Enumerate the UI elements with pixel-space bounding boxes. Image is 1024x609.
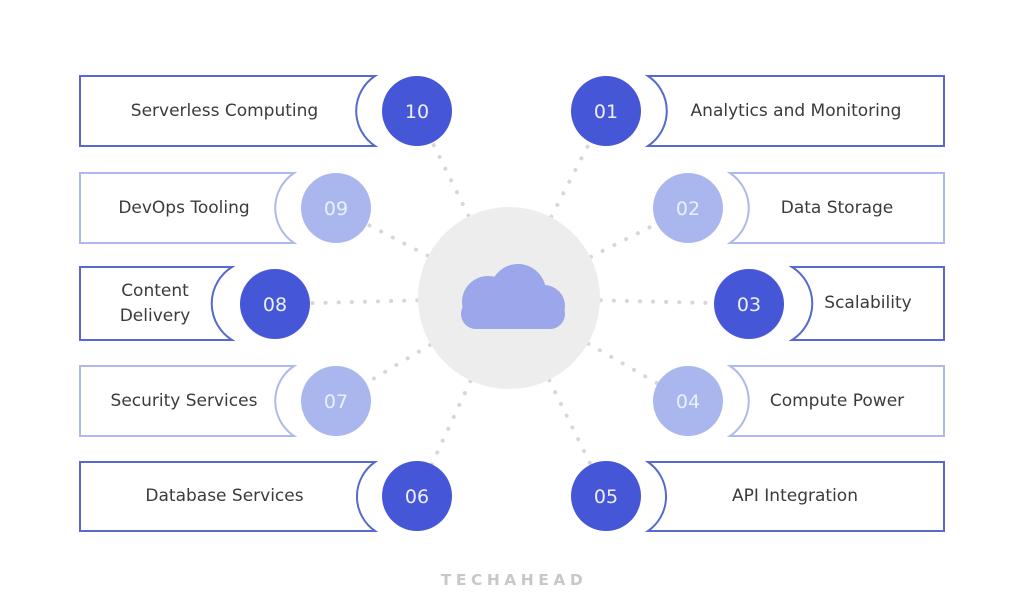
feature-box-analytics-and-monitoring <box>644 75 945 147</box>
number-badge-09 <box>301 173 371 243</box>
feature-number-10: 10 <box>405 101 429 123</box>
cloud-icon <box>461 264 565 329</box>
feature-box-compute-power <box>726 365 945 437</box>
feature-number-06: 06 <box>405 486 429 508</box>
feature-number-01: 01 <box>594 101 618 123</box>
feature-number-07: 07 <box>324 391 348 413</box>
number-badge-01 <box>571 76 641 146</box>
feature-label-compute-power: Compute Power <box>769 390 905 411</box>
feature-label-scalability: Scalability <box>824 293 912 314</box>
number-badge-03 <box>714 269 784 339</box>
feature-label-security-services: Security Services <box>110 390 258 411</box>
feature-box-content-delivery <box>79 266 236 341</box>
feature-number-08: 08 <box>263 294 287 316</box>
number-badge-07 <box>301 366 371 436</box>
feature-number-02: 02 <box>676 198 700 220</box>
feature-box-scalability <box>788 266 945 341</box>
techahead-logo: TECHAHEAD <box>441 571 587 589</box>
feature-label-analytics-and-monitoring: Analytics and Monitoring <box>690 100 902 121</box>
feature-label-database-services: Database Services <box>145 486 304 507</box>
feature-number-03: 03 <box>737 294 761 316</box>
feature-box-security-services <box>79 365 298 437</box>
connector-dotted-line <box>507 296 608 498</box>
connector-dotted-line <box>415 296 511 498</box>
feature-label-devops-tooling: DevOps Tooling <box>118 197 250 218</box>
feature-label-data-storage: Data Storage <box>780 197 894 218</box>
feature-label-api-integration: API Integration <box>732 486 858 507</box>
feature-label-serverless-computing: Serverless Computing <box>130 100 319 121</box>
number-badge-02 <box>653 173 723 243</box>
feature-box-devops-tooling <box>79 172 298 244</box>
feature-box-data-storage <box>726 172 945 244</box>
number-badge-10 <box>382 76 452 146</box>
connector-dotted-line <box>415 109 511 300</box>
number-badge-05 <box>571 461 641 531</box>
number-badge-04 <box>653 366 723 436</box>
number-badge-08 <box>240 269 310 339</box>
number-badge-06 <box>382 461 452 531</box>
feature-number-04: 04 <box>676 391 700 413</box>
connector-dotted-line <box>507 109 608 300</box>
feature-box-serverless-computing <box>79 75 379 147</box>
feature-box-api-integration <box>644 461 945 532</box>
feature-label-content-delivery: Content Delivery <box>119 280 191 326</box>
feature-number-05: 05 <box>594 486 618 508</box>
feature-number-09: 09 <box>324 198 348 220</box>
feature-box-database-services <box>79 461 379 532</box>
